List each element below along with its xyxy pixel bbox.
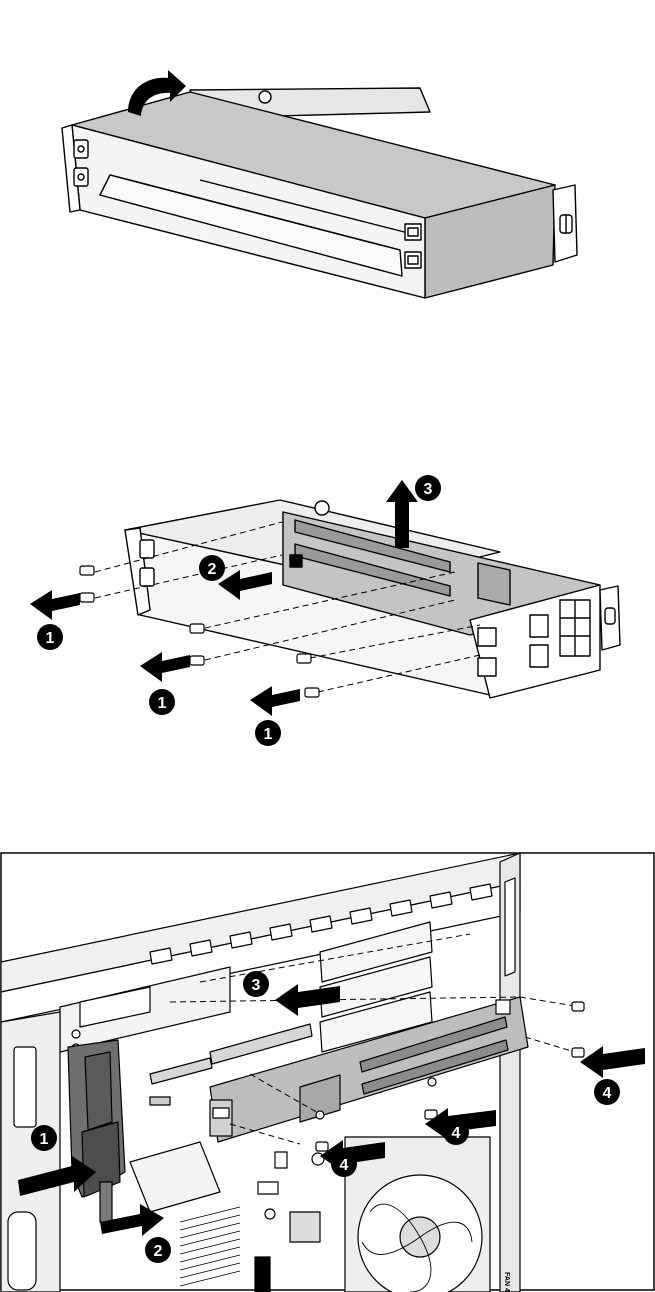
riser-board-removal-illustration: 1 1 1 2 3 — [0, 460, 655, 760]
figure-riser-board-removal: 1 1 1 2 3 — [0, 460, 655, 760]
svg-text:2: 2 — [208, 561, 217, 578]
callout-3: 3 — [415, 475, 441, 501]
figure-riser-board-install: 1 2 3 4 4 4 FAN 4 — [0, 852, 655, 1292]
figure-riser-cage-cover — [0, 0, 655, 340]
callout-3: 3 — [243, 971, 269, 997]
fan-label: FAN 4 — [503, 1272, 510, 1292]
callout-2: 2 — [199, 555, 225, 581]
svg-text:3: 3 — [252, 977, 261, 994]
svg-text:1: 1 — [46, 630, 55, 647]
callout-1c: 1 — [255, 720, 281, 746]
svg-text:1: 1 — [158, 695, 167, 712]
callout-4b: 4 — [443, 1119, 469, 1145]
callout-4a: 4 — [594, 1079, 620, 1105]
svg-text:2: 2 — [154, 1243, 163, 1260]
callout-4c: 4 — [331, 1151, 357, 1177]
svg-text:4: 4 — [452, 1125, 461, 1142]
callout-1: 1 — [31, 1125, 57, 1151]
callout-1a: 1 — [37, 624, 63, 650]
svg-text:1: 1 — [40, 1131, 49, 1148]
riser-board-install-illustration: 1 2 3 4 4 4 FAN 4 — [0, 852, 655, 1292]
svg-text:1: 1 — [264, 726, 273, 743]
riser-cage-cover-illustration — [0, 0, 655, 340]
svg-text:3: 3 — [424, 481, 433, 498]
svg-text:4: 4 — [603, 1085, 612, 1102]
screw-icon — [605, 608, 615, 624]
svg-text:4: 4 — [340, 1157, 349, 1174]
callout-1b: 1 — [149, 689, 175, 715]
callout-2: 2 — [145, 1237, 171, 1263]
